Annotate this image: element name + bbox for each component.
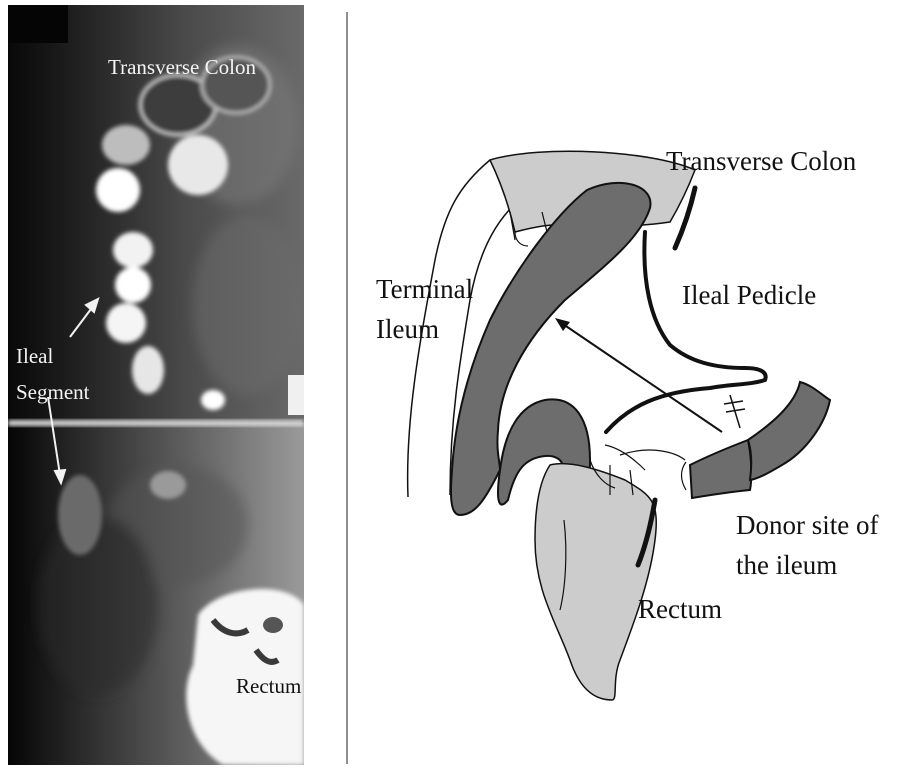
diagram-label-transverse-colon: Transverse Colon [666,148,856,175]
schematic-diagram [350,0,924,769]
xray-label-rectum: Rectum [236,676,301,697]
xray-label-ileal-segment-line1: Ileal [16,346,53,367]
xray-label-ileal-segment-line2: Segment [16,382,90,403]
diagram-label-rectum: Rectum [638,596,722,623]
diagram-label-ileal-pedicle: Ileal Pedicle [682,282,816,309]
donor-ileum-right [748,382,830,480]
diagram-label-terminal-ileum-line2: Ileum [376,316,439,343]
pointer-arrow-line [560,322,722,432]
panel-divider [346,12,348,764]
donor-ileum-left [690,440,751,498]
xray-label-transverse-colon: Transverse Colon [108,57,256,78]
pointer-arrow-head [555,318,570,331]
diagram-label-donor-site-line1: Donor site of [736,512,878,539]
diagram-label-terminal-ileum-line1: Terminal [376,276,473,303]
diagram-label-donor-site-line2: the ileum [736,552,837,579]
ileal-pedicle-outline [606,232,766,432]
rectum-shape [535,464,656,700]
